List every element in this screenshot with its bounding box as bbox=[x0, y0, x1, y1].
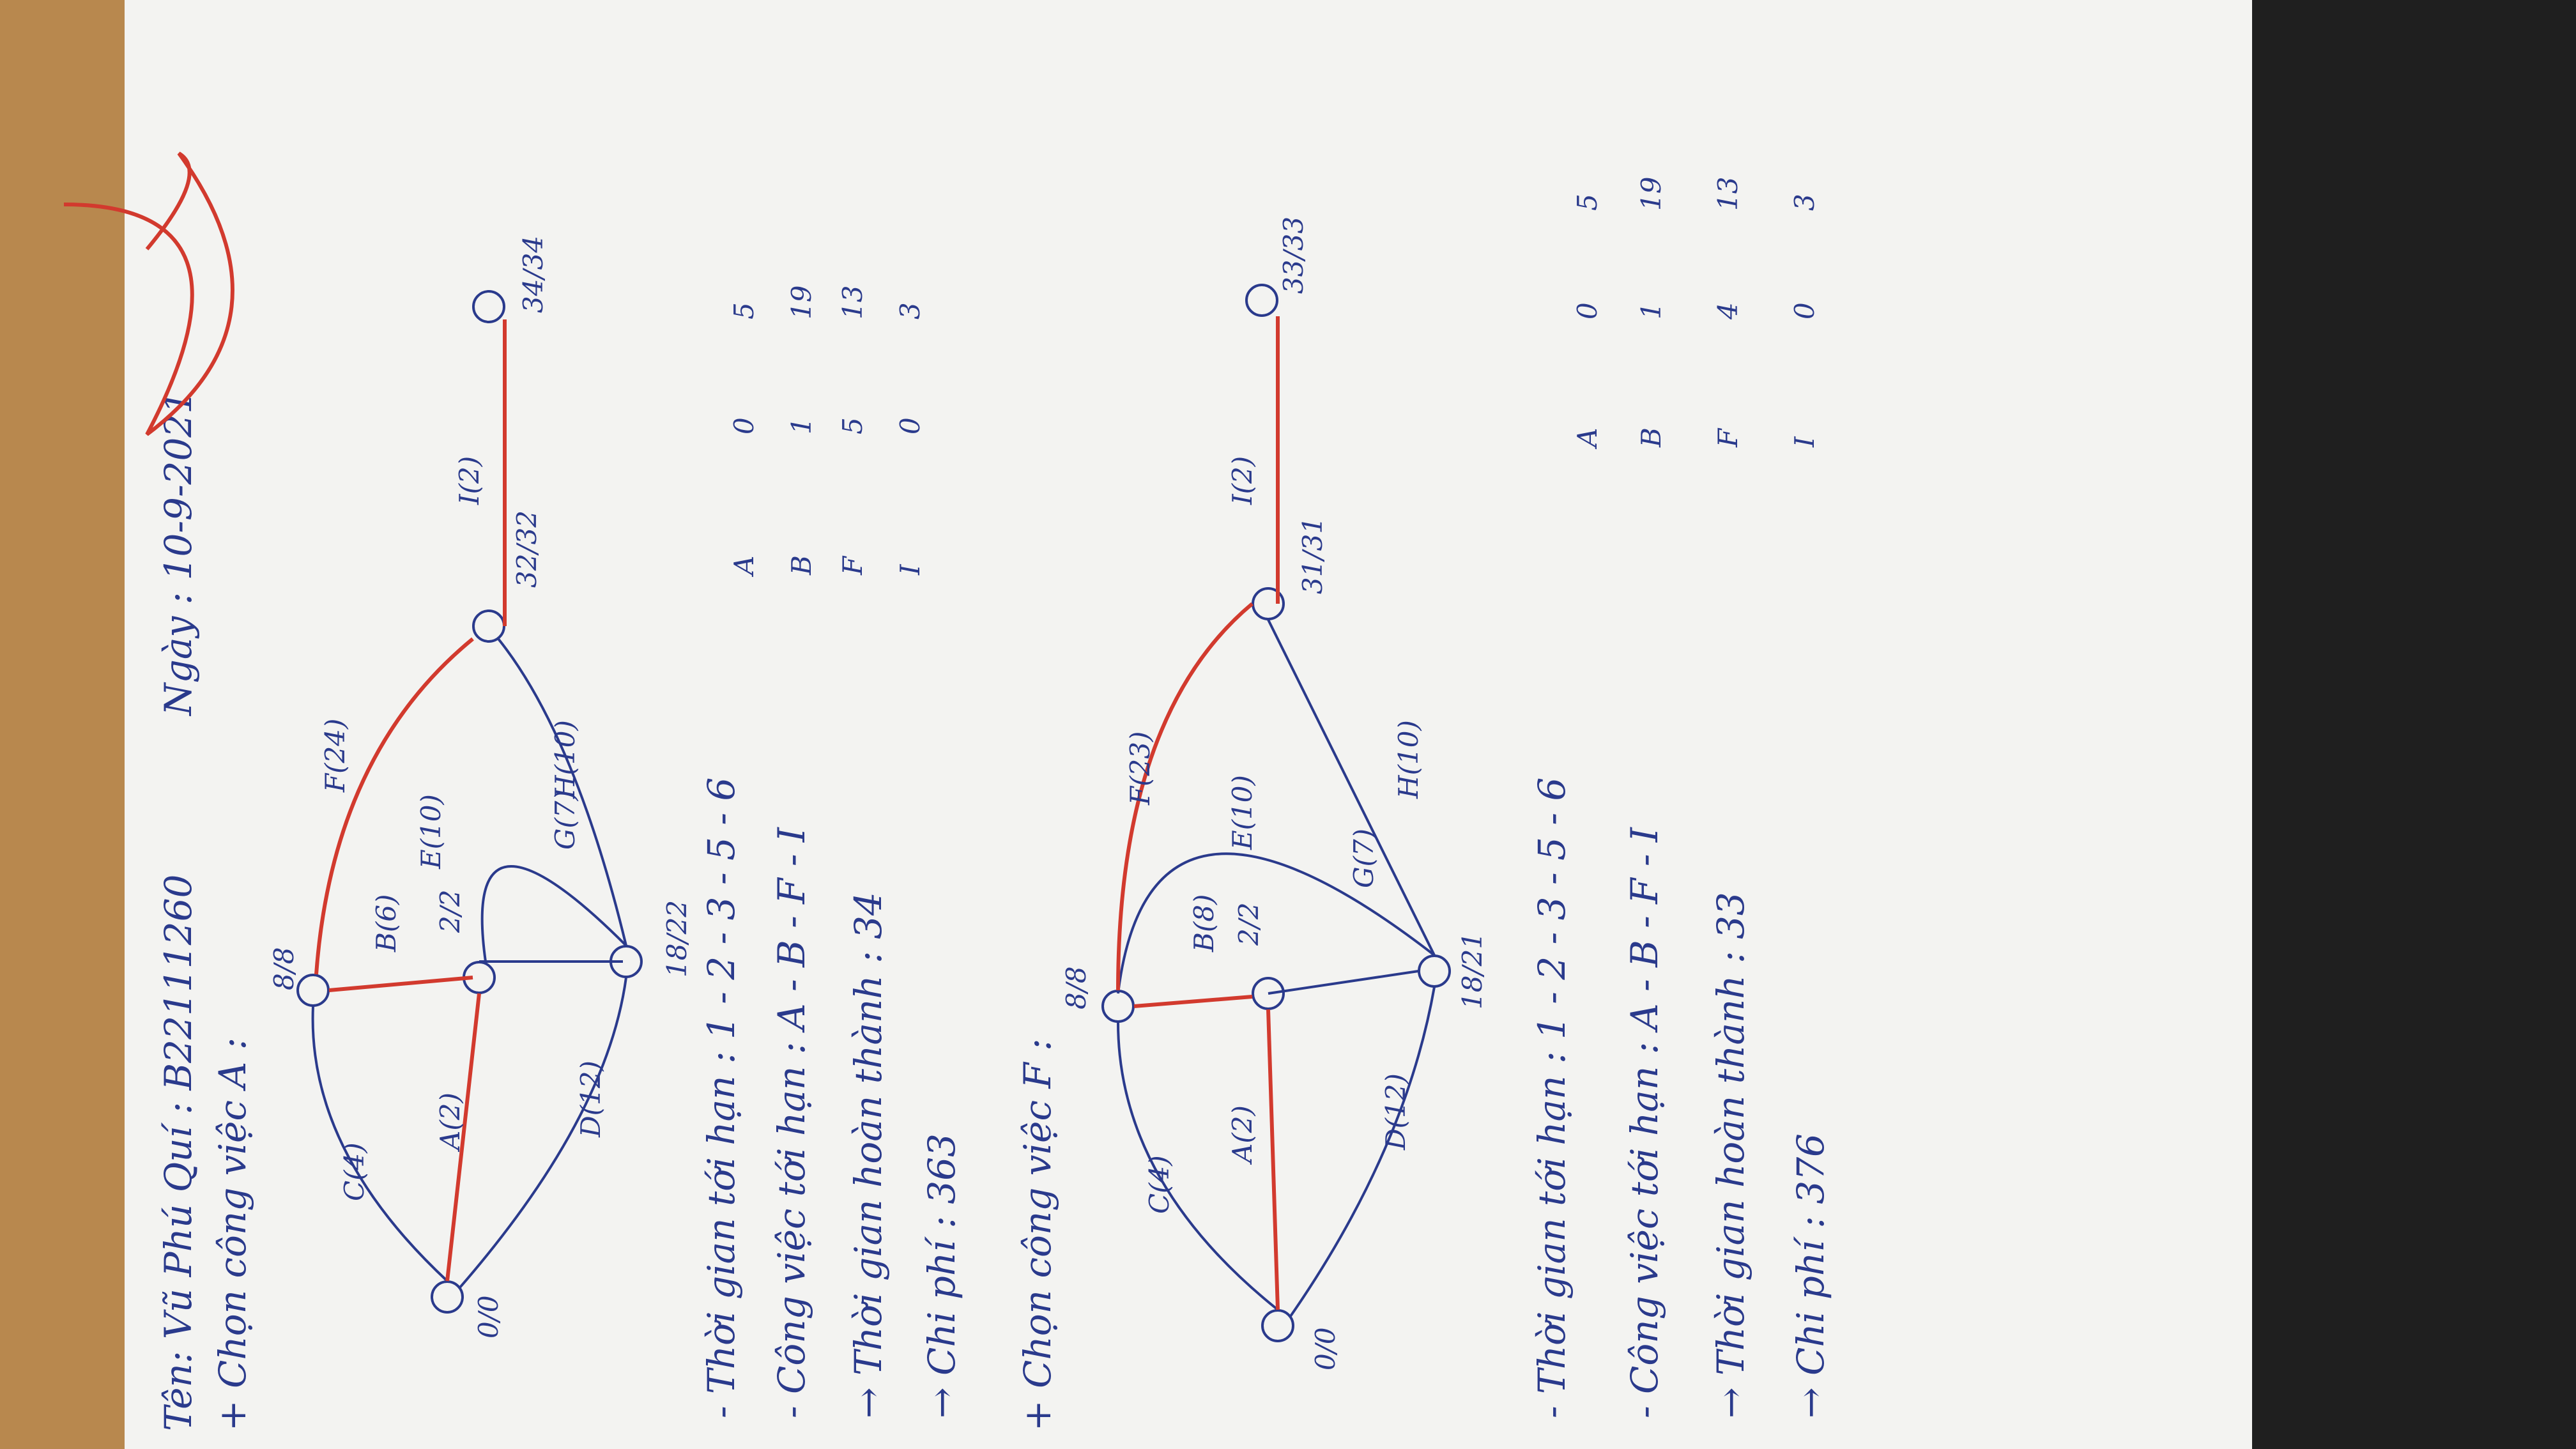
node-4f bbox=[1418, 954, 1451, 988]
table-f-task-2: B bbox=[1636, 427, 1667, 447]
node-6f bbox=[1245, 284, 1278, 317]
section-f-heading: + Chọn công việc F : bbox=[1016, 1038, 1059, 1431]
edge-label-c-f: C(4) bbox=[1144, 1155, 1175, 1214]
node-2f bbox=[1252, 977, 1285, 1010]
edge-label-b-f: B(8) bbox=[1188, 894, 1220, 952]
table-a-task-4: I bbox=[894, 564, 926, 575]
edge-label-d: D(12) bbox=[575, 1061, 606, 1137]
table-f-task-3: F bbox=[1712, 428, 1744, 447]
node-3 bbox=[296, 974, 330, 1007]
edge-e bbox=[480, 864, 627, 962]
node-label-3: 8/8 bbox=[268, 947, 300, 990]
edge-label-a: A(2) bbox=[434, 1092, 466, 1150]
edge-label-b: B(6) bbox=[371, 894, 402, 952]
node-5f bbox=[1252, 587, 1285, 620]
node-label-4: 18/22 bbox=[661, 900, 693, 977]
node-1 bbox=[431, 1280, 464, 1314]
edge-label-h-f: H(10) bbox=[1393, 720, 1424, 799]
critical-edge-a bbox=[445, 993, 481, 1282]
table-a-v2-4: 3 bbox=[894, 302, 926, 319]
table-f-v1-1: 0 bbox=[1572, 302, 1603, 319]
node-label-2: 2/2 bbox=[434, 889, 466, 933]
node-label-6f: 33/33 bbox=[1278, 216, 1309, 294]
node-5 bbox=[472, 610, 505, 643]
table-f-v1-4: 0 bbox=[1789, 302, 1820, 319]
edge-d-f bbox=[1289, 986, 1436, 1317]
table-a-v1-1: 0 bbox=[728, 417, 760, 434]
critical-edge-b bbox=[328, 976, 473, 992]
edge-c bbox=[311, 1006, 448, 1282]
section-a-critical-tasks: - Công việc tới hạn : A - B - F - I bbox=[770, 827, 813, 1418]
edge-g-f bbox=[1268, 970, 1419, 995]
edge-label-g-f: G(7) bbox=[1348, 828, 1379, 888]
table-a-v2-3: 13 bbox=[837, 285, 868, 319]
table-f-task-4: I bbox=[1789, 436, 1820, 447]
edge-h bbox=[497, 638, 627, 946]
edge-h-f bbox=[1267, 619, 1436, 956]
wooden-table bbox=[0, 0, 141, 1449]
table-f-task-1: A bbox=[1572, 427, 1603, 447]
edge-label-g: G(7) bbox=[549, 790, 581, 850]
critical-edge-a-f bbox=[1266, 1009, 1280, 1310]
table-f-v2-2: 19 bbox=[1636, 176, 1667, 211]
edge-label-a-f: A(2) bbox=[1227, 1105, 1258, 1163]
section-a-cost: → Chi phí : 363 bbox=[920, 1133, 963, 1418]
node-label-5f: 31/31 bbox=[1297, 516, 1328, 594]
edge-label-f-f: F(23) bbox=[1124, 731, 1156, 805]
section-f-cost: → Chi phí : 376 bbox=[1789, 1133, 1832, 1418]
section-f-critical-path: - Thời gian tới hạn : 1 - 2 - 3 - 5 - 6 bbox=[1530, 777, 1574, 1418]
node-label-1: 0/0 bbox=[473, 1295, 504, 1338]
table-a-v1-3: 5 bbox=[837, 417, 868, 434]
edge-label-i: I(2) bbox=[454, 456, 485, 505]
edge-label-h: H(10) bbox=[549, 720, 581, 799]
node-label-6: 34/34 bbox=[518, 235, 549, 313]
handwritten-page bbox=[125, 0, 2252, 1449]
table-f-v2-1: 5 bbox=[1572, 194, 1603, 211]
node-label-2f: 2/2 bbox=[1233, 902, 1264, 946]
node-3f bbox=[1101, 990, 1135, 1023]
table-a-task-2: B bbox=[786, 555, 817, 575]
edge-d bbox=[459, 977, 627, 1289]
table-f-v1-3: 4 bbox=[1712, 302, 1744, 319]
node-label-1f: 0/0 bbox=[1310, 1327, 1341, 1370]
edge-label-e-f: E(10) bbox=[1227, 775, 1258, 850]
node-label-5: 32/32 bbox=[511, 510, 542, 588]
edge-label-i-f: I(2) bbox=[1227, 456, 1258, 505]
table-a-task-1: A bbox=[728, 555, 760, 575]
critical-edge-b-f bbox=[1133, 995, 1253, 1008]
table-f-v2-4: 3 bbox=[1789, 194, 1820, 211]
edge-label-d-f: D(12) bbox=[1380, 1073, 1411, 1150]
edge-e-f bbox=[1117, 852, 1436, 994]
section-a-completion-time: → Thời gian hoàn thành : 34 bbox=[847, 892, 890, 1418]
section-f-critical-tasks: - Công việc tới hạn : A - B - F - I bbox=[1623, 827, 1666, 1418]
edge-c-f bbox=[1117, 1022, 1279, 1311]
node-label-3f: 8/8 bbox=[1061, 966, 1092, 1009]
table-f-v1-2: 1 bbox=[1636, 302, 1667, 319]
table-a-v2-1: 5 bbox=[728, 302, 760, 319]
table-a-v2-2: 19 bbox=[786, 285, 817, 319]
table-f-v2-3: 13 bbox=[1712, 176, 1744, 211]
node-label-4f: 18/21 bbox=[1457, 931, 1488, 1009]
node-6 bbox=[472, 290, 505, 323]
edge-label-f: F(24) bbox=[319, 718, 351, 792]
table-a-v1-2: 1 bbox=[786, 417, 817, 434]
edge-label-c: C(4) bbox=[339, 1142, 370, 1201]
dark-background bbox=[2230, 0, 2576, 1449]
section-f-completion-time: → Thời gian hoàn thành : 33 bbox=[1709, 892, 1752, 1418]
node-1f bbox=[1261, 1309, 1294, 1342]
table-a-task-3: F bbox=[837, 556, 868, 575]
edge-label-e: E(10) bbox=[415, 794, 447, 869]
grader-check-mark bbox=[63, 151, 234, 436]
critical-edge-f bbox=[314, 637, 474, 975]
critical-edge-f-f bbox=[1116, 602, 1254, 991]
section-a-critical-path: - Thời gian tới hạn : 1 - 2 - 3 - 5 - 6 bbox=[700, 777, 743, 1418]
table-a-v1-4: 0 bbox=[894, 417, 926, 434]
